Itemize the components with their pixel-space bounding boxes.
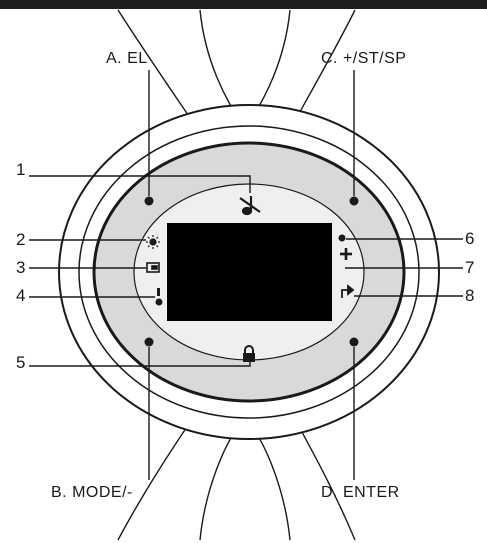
- callout-4: 4: [16, 286, 26, 305]
- button-a[interactable]: [144, 196, 154, 206]
- button-leaders: [148, 70, 355, 480]
- plus-icon: [340, 248, 352, 260]
- minus-indicator-icon: [155, 288, 163, 306]
- dot-indicator-icon: [338, 234, 346, 242]
- callout-6: 6: [465, 229, 475, 248]
- button-c[interactable]: [349, 196, 359, 206]
- battery-icon: [146, 262, 160, 273]
- button-d-label: D. ENTER: [321, 484, 400, 501]
- callout-3: 3: [16, 258, 26, 277]
- callout-leaders: [29, 175, 463, 367]
- callout-1: 1: [16, 160, 26, 179]
- callout-2: 2: [16, 230, 26, 249]
- top-border: [0, 0, 487, 9]
- button-c-label: C. +/ST/SP: [321, 50, 407, 67]
- music-off-icon: [239, 196, 261, 216]
- lock-icon: [243, 345, 255, 362]
- callout-7: 7: [465, 258, 475, 277]
- button-b-label: B. MODE/-: [51, 484, 133, 501]
- callout-8: 8: [465, 286, 475, 305]
- button-a-label: A. EL: [106, 50, 148, 67]
- arrow-icon: [341, 284, 355, 298]
- sun-icon: [146, 235, 160, 249]
- button-d[interactable]: [349, 337, 359, 347]
- case-ring: [78, 125, 420, 419]
- lcd-display: [167, 223, 332, 321]
- button-b[interactable]: [144, 337, 154, 347]
- callout-5: 5: [16, 353, 26, 372]
